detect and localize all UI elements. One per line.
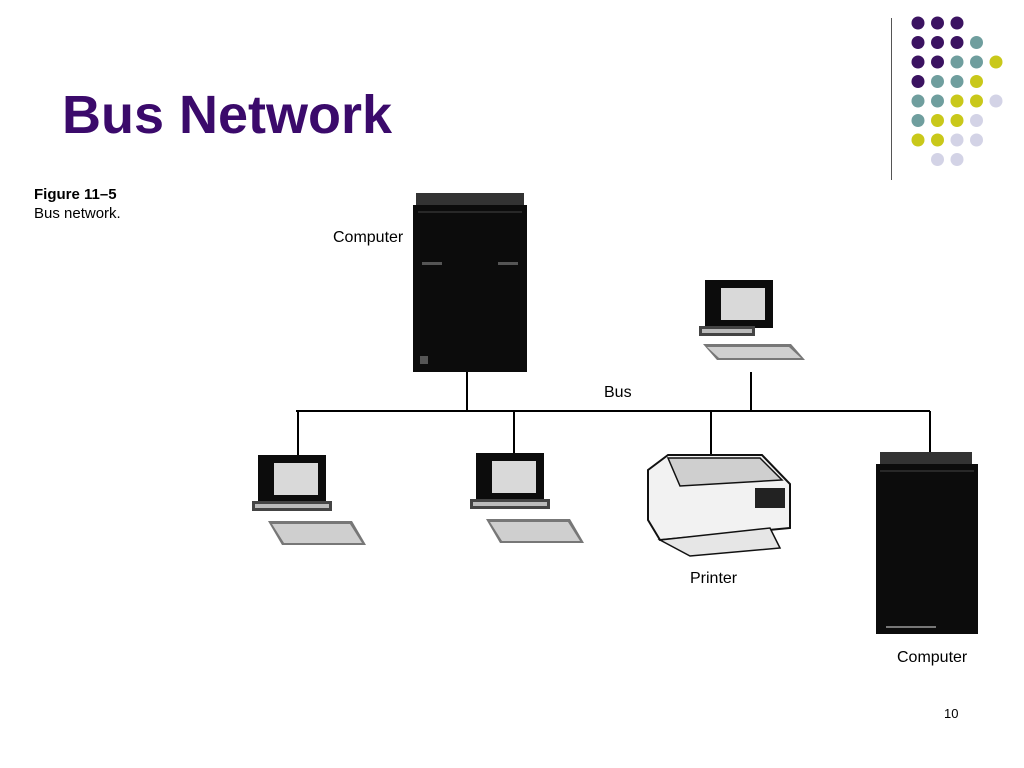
computer-tower-icon: [413, 193, 527, 372]
figure-caption: Figure 11–5 Bus network.: [34, 186, 121, 222]
label-bus: Bus: [604, 384, 632, 401]
figure-description: Bus network.: [34, 205, 121, 222]
bus-connections: [296, 372, 931, 455]
printer-icon: [647, 454, 791, 557]
slide-title: Bus Network: [62, 85, 393, 145]
label-computer-bottom: Computer: [897, 649, 968, 666]
label-computer-top: Computer: [333, 229, 404, 246]
page-number: 10: [944, 706, 959, 721]
workstation-icon: [699, 280, 805, 360]
workstation-icon: [470, 453, 584, 543]
header-divider: [891, 18, 892, 180]
label-printer: Printer: [690, 570, 738, 587]
computer-tower-icon: [876, 452, 978, 634]
figure-number: Figure 11–5: [34, 186, 117, 203]
workstation-icon: [252, 455, 366, 545]
